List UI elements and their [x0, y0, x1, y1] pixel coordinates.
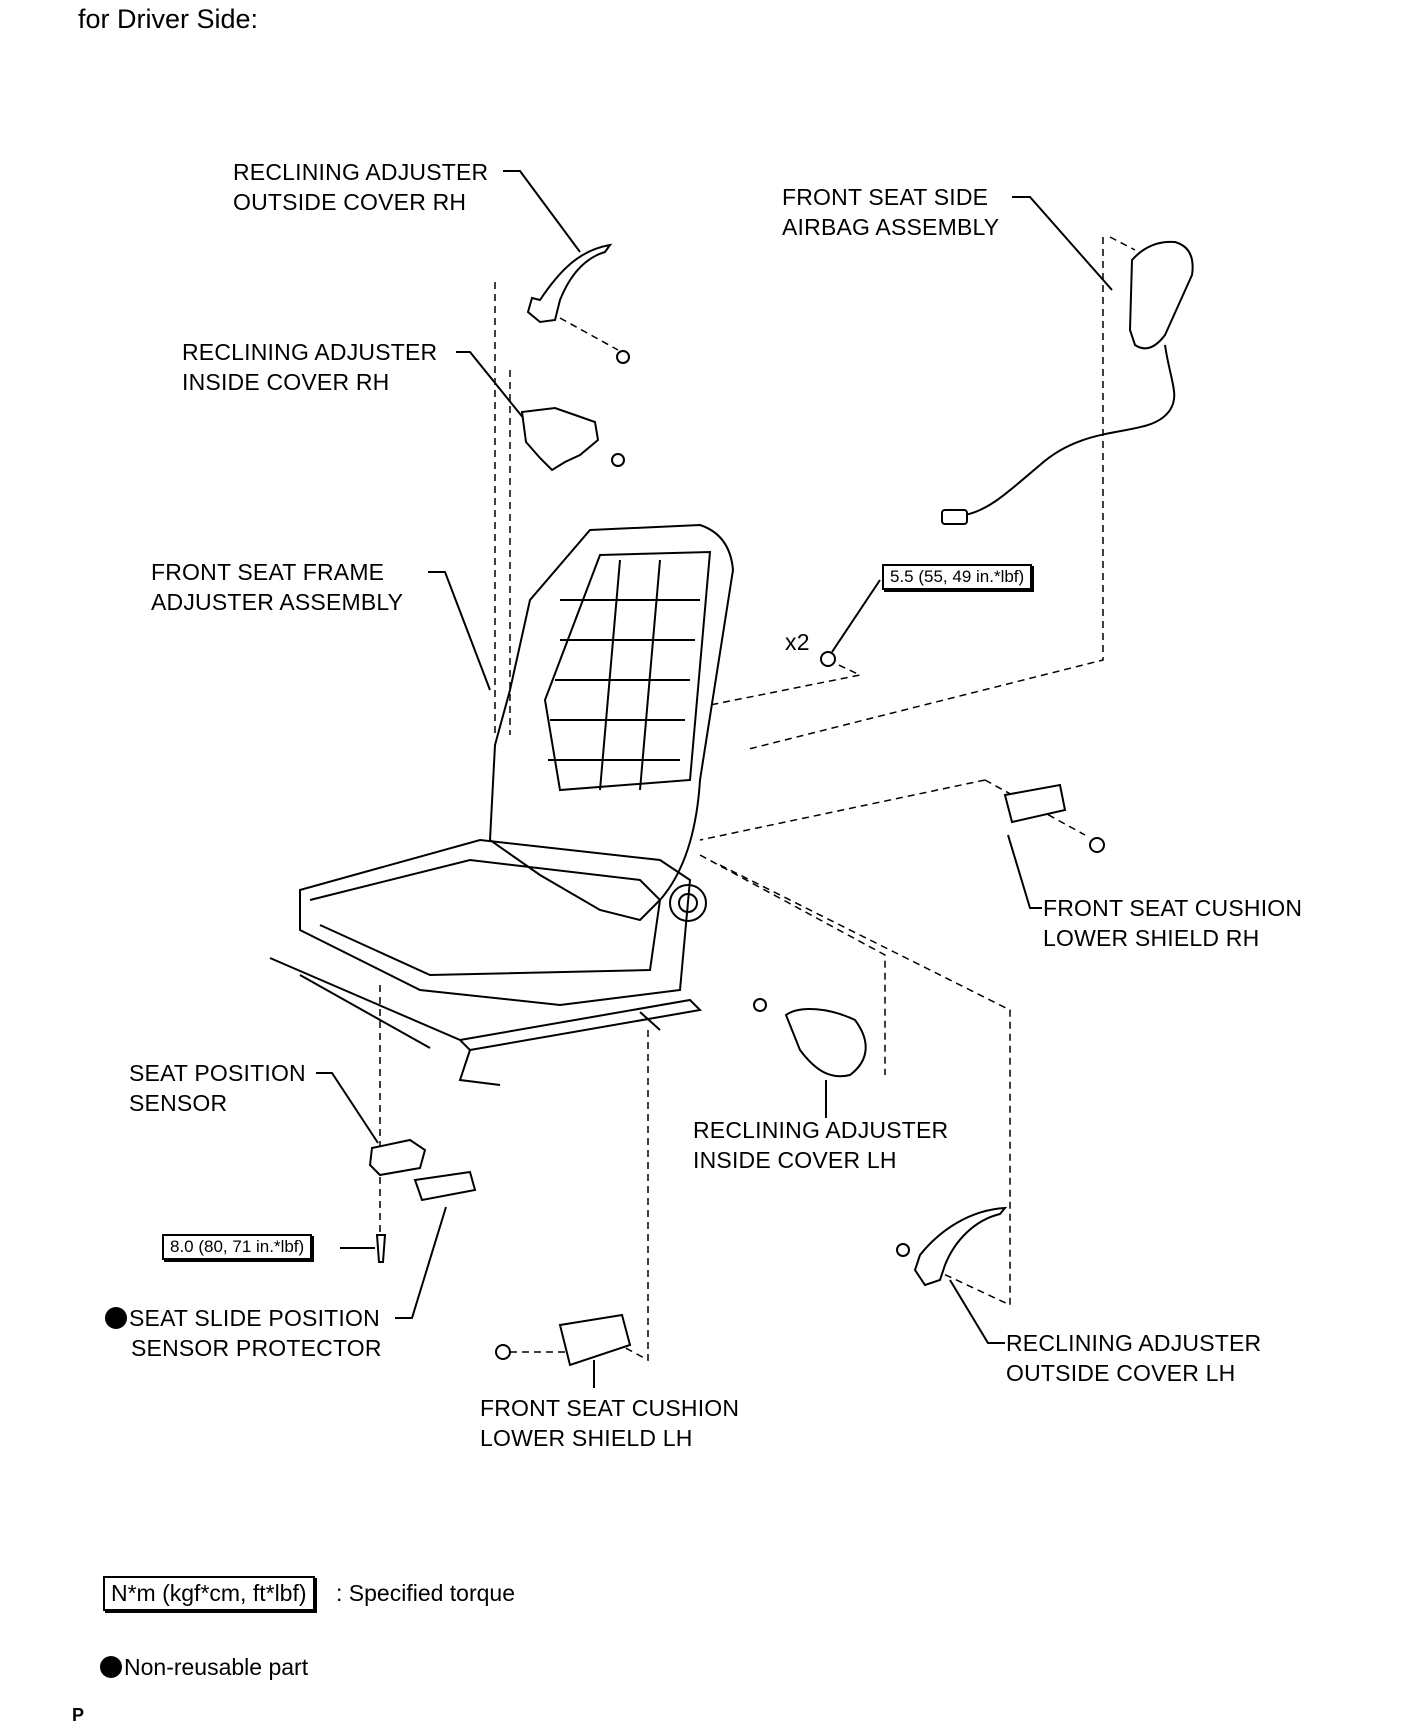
label-cushion-shield-lh: FRONT SEAT CUSHION LOWER SHIELD LH	[480, 1395, 740, 1451]
inside-cover-lh-part	[753, 998, 867, 1078]
label-seat-frame: FRONT SEAT FRAME ADJUSTER ASSEMBLY	[151, 559, 404, 615]
sensor-protector-part	[413, 1170, 477, 1202]
leader-outside-lh	[949, 1279, 1005, 1344]
sensor-bolt	[375, 1234, 387, 1263]
leader-torque-airbag	[831, 579, 881, 653]
torque-sensor-bolt: 8.0 (80, 71 in.*lbf)	[162, 1234, 313, 1260]
legend-nonreusable: Non-reusable part	[100, 1654, 308, 1681]
label-reclining-inside-cover-rh: RECLINING ADJUSTER INSIDE COVER RH	[182, 339, 438, 395]
leader-protector	[395, 1206, 447, 1319]
dash-airbag	[744, 236, 1136, 751]
dash-shield-lh	[510, 1030, 649, 1362]
seat-frame-part	[269, 523, 735, 1086]
page-mark: P	[72, 1705, 85, 1725]
outside-cover-lh-part	[896, 1206, 1008, 1287]
page-title: for Driver Side:	[78, 4, 259, 34]
label-side-airbag: FRONT SEAT SIDE AIRBAG ASSEMBLY	[782, 184, 1000, 240]
dash-outside-lh	[719, 864, 1011, 1307]
seat-position-sensor-part	[368, 1138, 427, 1177]
cushion-shield-lh-part	[495, 1313, 632, 1367]
airbag-nut	[820, 651, 836, 667]
nonreusable-dot-icon	[100, 1656, 122, 1678]
label-reclining-outside-cover-lh: RECLINING ADJUSTER OUTSIDE COVER LH	[1006, 1330, 1262, 1386]
label-cushion-shield-rh: FRONT SEAT CUSHION LOWER SHIELD RH	[1043, 895, 1303, 951]
dash-inside-lh	[699, 854, 886, 1075]
dash-outside-rh	[494, 282, 619, 735]
nonreusable-dot-icon	[105, 1307, 127, 1329]
leader-sensor	[316, 1072, 379, 1144]
dash-airbag-nut	[709, 659, 863, 706]
outside-cover-rh-part	[526, 243, 630, 364]
label-slide-sensor-protector: SEAT SLIDE POSITION SENSOR PROTECTOR	[105, 1303, 382, 1363]
legend-torque-desc: : Specified torque	[336, 1580, 516, 1606]
leader-outside-rh	[503, 170, 581, 253]
label-seat-position-sensor: SEAT POSITION SENSOR	[129, 1060, 306, 1116]
side-airbag-part	[941, 240, 1194, 525]
label-reclining-outside-cover-rh: RECLINING ADJUSTER OUTSIDE COVER RH	[233, 159, 489, 215]
legend-torque-box: N*m (kgf*cm, ft*lbf)	[103, 1576, 315, 1611]
dash-shield-rh	[699, 779, 1086, 841]
quantity-label: x2	[785, 629, 810, 655]
torque-airbag-nut: 5.5 (55, 49 in.*lbf)	[882, 564, 1033, 590]
leader-airbag	[1012, 196, 1113, 291]
leader-inside-rh	[456, 351, 534, 431]
leader-shield-rh	[1007, 834, 1042, 909]
inside-cover-rh-part	[520, 406, 625, 472]
cushion-shield-rh-part	[1003, 783, 1105, 853]
leader-frame	[428, 571, 491, 691]
label-reclining-inside-cover-lh: RECLINING ADJUSTER INSIDE COVER LH	[693, 1117, 949, 1173]
